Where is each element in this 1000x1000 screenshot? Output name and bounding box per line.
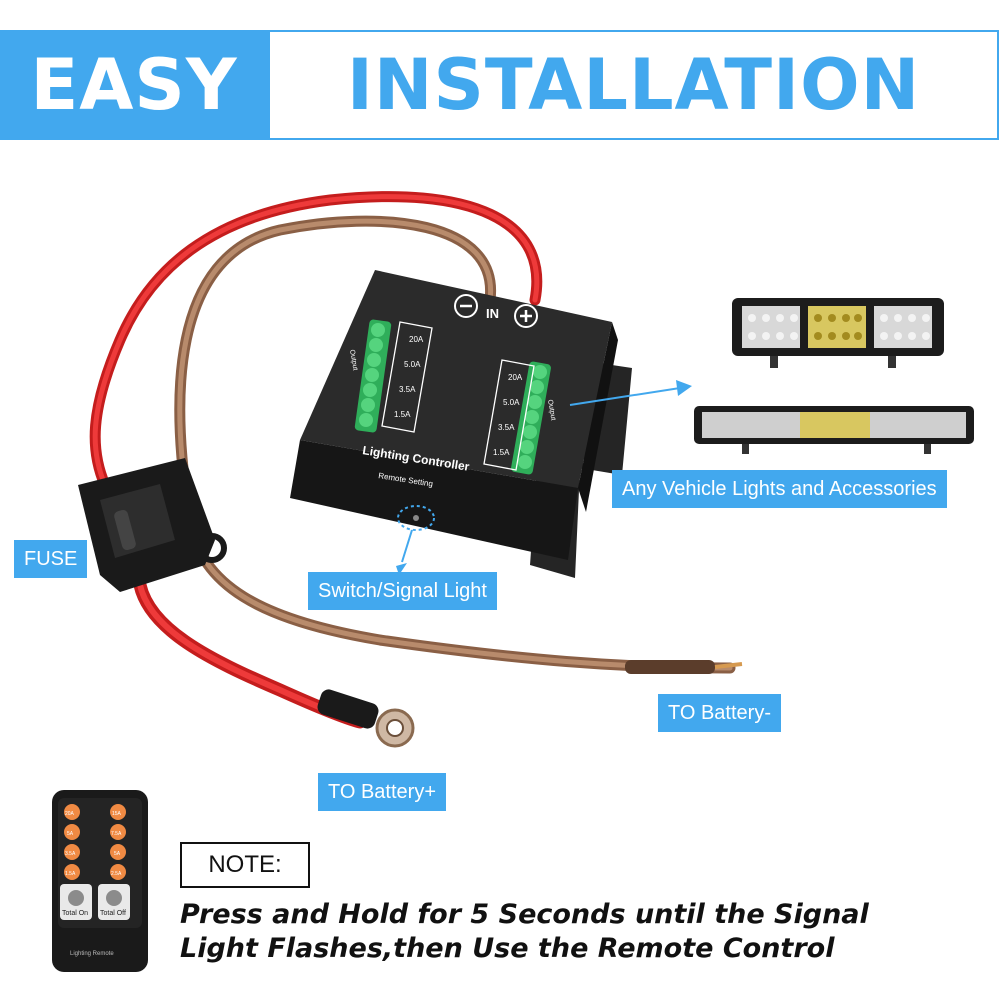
controller-side: [290, 440, 578, 560]
battery-pos-label: TO Battery+: [318, 773, 447, 811]
right-rating-0: 20A: [508, 373, 523, 382]
battery-neg-label: TO Battery-: [658, 694, 781, 732]
fuse-holder: [78, 458, 227, 592]
right-ratings-panel: [483, 359, 535, 471]
left-terminal-block: [354, 319, 392, 433]
remote-brand: Lighting Remote: [70, 951, 114, 957]
left-rating-2: 3.5A: [399, 385, 416, 394]
right-terminal-block: [511, 361, 551, 475]
light-bar-long: [694, 406, 974, 454]
header-easy: EASY: [0, 30, 268, 140]
remote-total-off: Total Off: [100, 910, 126, 917]
remote-total-on: Total On: [62, 910, 88, 917]
battery-neg-terminal: [625, 660, 715, 674]
note-text: Press and Hold for 5 Seconds until the S…: [180, 898, 980, 966]
in-label: IN: [486, 306, 499, 321]
left-rating-0: 20A: [409, 335, 424, 344]
remote-btn-right-3: 2.5A: [111, 871, 122, 877]
battery-pos-sleeve: [317, 689, 379, 729]
in-plus-symbol: [514, 304, 538, 328]
right-rating-3: 1.5A: [493, 448, 510, 457]
remote-btn-right-2: 5A: [114, 851, 121, 857]
remote-btn-left-2: 3.5A: [65, 851, 76, 857]
note-line-2: Light Flashes,then Use the Remote Contro…: [180, 933, 835, 964]
right-rating-2: 3.5A: [498, 423, 515, 432]
remote-btn-left-3: 1.5A: [65, 871, 76, 877]
left-ratings-panel: [381, 321, 433, 433]
right-rating-1: 5.0A: [503, 398, 520, 407]
light-bar-small: [732, 298, 944, 368]
left-rating-3: 1.5A: [394, 410, 411, 419]
remote-btn-left-0: 20A: [65, 811, 75, 817]
note-line-1: Press and Hold for 5 Seconds until the S…: [180, 899, 869, 930]
switch-signal-label: Switch/Signal Light: [308, 572, 497, 610]
left-rating-1: 5.0A: [404, 360, 421, 369]
left-output-label: Output: [348, 349, 359, 371]
signal-light-port: [397, 505, 435, 531]
accessories-label: Any Vehicle Lights and Accessories: [612, 470, 947, 508]
accessory-arrow: [569, 387, 681, 406]
note-label: NOTE:: [180, 842, 310, 888]
remote-btn-right-1: 7.5A: [111, 831, 122, 837]
header-installation: INSTALLATION: [268, 30, 999, 140]
remote-control: [52, 790, 148, 972]
in-minus-symbol: [454, 294, 478, 318]
remote-btn-left-1: 5A: [67, 831, 74, 837]
right-output-label: Output: [546, 399, 557, 421]
fuse-label: FUSE: [14, 540, 88, 578]
remote-btn-right-0: 15A: [112, 811, 122, 817]
